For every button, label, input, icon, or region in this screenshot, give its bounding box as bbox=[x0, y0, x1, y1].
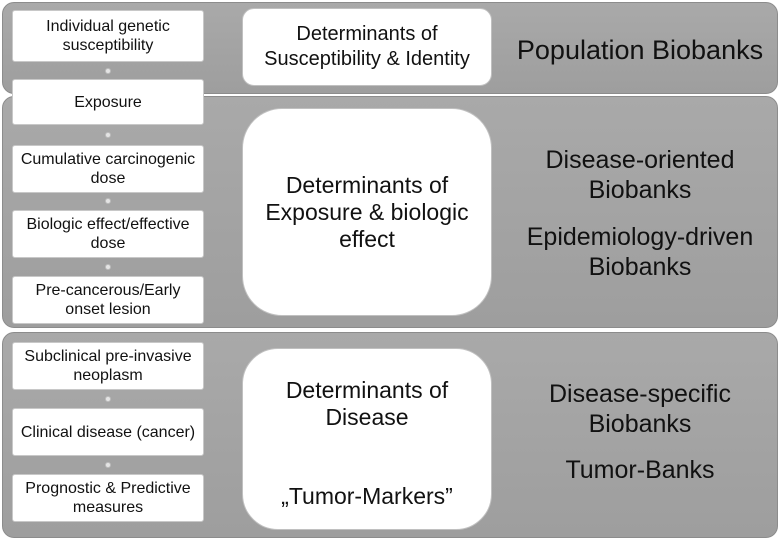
step-precancerous-lesion: Pre-cancerous/Early onset lesion bbox=[12, 276, 204, 324]
tumor-markers-note: „Tumor-Markers” bbox=[281, 483, 453, 509]
step-prognostic-measures: Prognostic & Predictive measures bbox=[12, 474, 204, 522]
determinant-box-exposure: Determinants of Exposure & biologic effe… bbox=[242, 108, 492, 316]
biobank-label-disease-oriented: Disease-oriented Biobanks bbox=[545, 146, 735, 204]
connector-dot bbox=[105, 264, 111, 270]
biobank-label-disease-specific: Disease-specific Biobanks bbox=[548, 380, 731, 438]
biobank-label-epidemiology-driven: Epidemiology-driven Biobanks bbox=[526, 223, 754, 281]
step-subclinical-neoplasm: Subclinical pre-invasive neoplasm bbox=[12, 342, 204, 390]
determinant-label: Determinants of Disease bbox=[285, 377, 449, 430]
connector-dot bbox=[105, 462, 111, 468]
step-exposure: Exposure bbox=[12, 79, 204, 125]
connector-dot bbox=[105, 68, 111, 74]
biobank-label-tumor-banks: Tumor-Banks bbox=[565, 456, 715, 484]
determinant-label: Determinants of Susceptibility & Identit… bbox=[264, 23, 470, 70]
determinant-box-susceptibility: Determinants of Susceptibility & Identit… bbox=[242, 8, 492, 86]
step-genetic-susceptibility: Individual genetic susceptibility bbox=[12, 10, 204, 62]
step-cumulative-dose: Cumulative carcinogenic dose bbox=[12, 145, 204, 193]
connector-dot bbox=[105, 396, 111, 402]
step-biologic-effect: Biologic effect/effective dose bbox=[12, 210, 204, 258]
determinant-box-disease: Determinants of Disease „Tumor-Markers” bbox=[242, 348, 492, 530]
determinant-label: Determinants of Exposure & biologic effe… bbox=[265, 171, 469, 252]
connector-dot bbox=[105, 198, 111, 204]
connector-dot bbox=[105, 132, 111, 138]
step-clinical-disease: Clinical disease (cancer) bbox=[12, 408, 204, 456]
biobank-label-population: Population Biobanks bbox=[516, 35, 764, 65]
